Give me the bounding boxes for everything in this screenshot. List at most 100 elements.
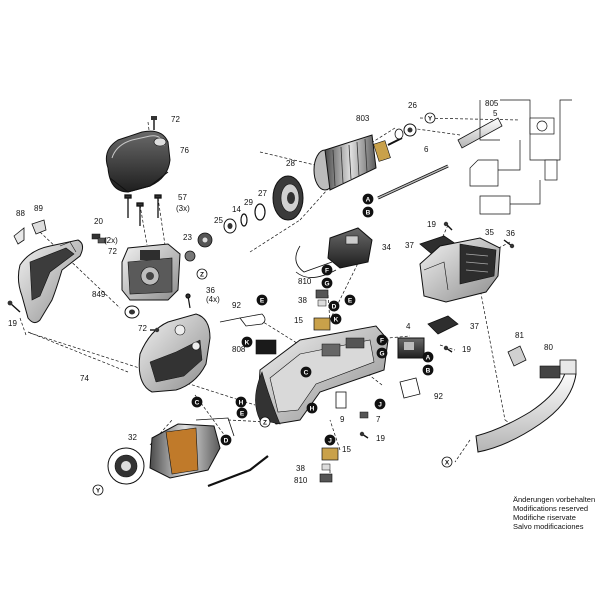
part-label-p32: 32	[128, 433, 137, 442]
part-23-pinion	[184, 250, 196, 262]
part-849-gear-housing	[121, 243, 181, 301]
part-label-p72c: 72	[138, 324, 147, 333]
part-15-brush-holder-top	[313, 317, 331, 331]
part-label-p849: 849	[92, 290, 106, 299]
connector-badge-cJ1: J	[374, 398, 386, 410]
part-28-end-plate	[272, 175, 304, 221]
connector-badge-cF2: F	[376, 334, 388, 346]
part-81-connector	[507, 345, 527, 367]
part-19-screw-left	[7, 300, 21, 313]
part-gear-cover-lower	[138, 313, 211, 393]
connector-badge-cH1: H	[235, 396, 247, 408]
part-6-rod	[377, 164, 449, 200]
note-it: Modifiche riservate	[513, 513, 576, 522]
part-80-hose	[475, 359, 577, 453]
connector-badge-cG1: G	[321, 277, 333, 289]
part-label-p15b: 15	[342, 445, 351, 454]
part-label-p74: 74	[80, 374, 89, 383]
part-label-p92a: 92	[232, 301, 241, 310]
part-label-p25: 25	[214, 216, 223, 225]
part-36-screw-right	[503, 239, 515, 249]
part-label-p36a: 36	[206, 286, 215, 295]
connector-badge-cK1: K	[241, 336, 253, 348]
connector-letter-cZ2: Z	[263, 420, 267, 427]
part-15-brush-holder-bottom	[321, 447, 339, 461]
connector-letter-cH2: H	[310, 406, 315, 413]
connector-letter-cJ1: J	[378, 402, 382, 409]
part-36-screws	[185, 293, 191, 309]
part-label-p805: 805	[485, 99, 499, 108]
part-label-p6: 6	[424, 145, 429, 154]
part-88-clip	[13, 227, 25, 245]
part-main-housing	[255, 325, 389, 425]
connector-letter-cG2: G	[379, 351, 384, 358]
part-34-switch	[295, 227, 373, 278]
connector-badge-cF1: F	[321, 264, 333, 276]
part-7-clip	[359, 411, 369, 419]
connector-letter-cA2: A	[426, 355, 431, 362]
connector-badge-cY1: Y	[424, 112, 436, 124]
part-label-p27: 27	[258, 189, 267, 198]
part-27-ring	[254, 203, 266, 221]
part-57-screws	[124, 194, 162, 226]
part-76-handle-cover	[105, 130, 171, 193]
part-19-screw-c	[443, 345, 453, 353]
part-label-p4x: (4x)	[206, 295, 220, 304]
connector-letter-cX1: X	[445, 460, 450, 467]
part-38-spring-top	[317, 299, 327, 307]
connector-badge-cK2: K	[330, 313, 342, 325]
part-19-screw-d	[359, 431, 369, 439]
part-32-end-shield	[107, 447, 145, 485]
part-label-p72b: 72	[108, 247, 117, 256]
part-label-p92b: 92	[434, 392, 443, 401]
connector-badge-cE2: E	[344, 294, 356, 306]
connector-letter-cB2: B	[426, 368, 431, 375]
connector-letter-cE1: E	[260, 298, 265, 305]
part-label-p19d: 19	[376, 434, 385, 443]
part-label-p34: 34	[382, 243, 391, 252]
connector-badge-cY2: Y	[92, 484, 104, 496]
part-label-p36b: 36	[506, 229, 515, 238]
note-de: Änderungen vorbehalten	[513, 495, 596, 504]
connector-badge-cB2: B	[422, 364, 434, 376]
part-92-clip-b	[399, 377, 421, 399]
connector-letter-cJ2: J	[328, 438, 332, 445]
part-20-clips	[91, 233, 107, 244]
connector-letter-cD2: D	[224, 438, 229, 445]
part-72-screw	[151, 116, 157, 130]
part-label-p19c: 19	[462, 345, 471, 354]
connector-badge-cG2: G	[376, 347, 388, 359]
part-label-p28: 28	[286, 159, 295, 168]
part-label-p38b: 38	[296, 464, 305, 473]
part-label-p38a: 38	[298, 296, 307, 305]
part-label-p29: 29	[244, 198, 253, 207]
connector-letter-cE2: E	[348, 298, 353, 305]
part-92-clip-a	[219, 313, 266, 327]
connector-badge-cZ2: Z	[259, 416, 271, 428]
connector-badge-cZ1: Z	[196, 268, 208, 280]
connector-letter-cC2: C	[304, 370, 309, 377]
part-label-p23: 23	[183, 233, 192, 242]
part-label-p72a: 72	[171, 115, 180, 124]
part-wire-lead	[195, 417, 269, 488]
part-label-p4: 4	[406, 322, 411, 331]
part-35-motor-housing	[419, 237, 501, 303]
part-label-p35: 35	[485, 228, 494, 237]
connector-badge-cA1: A	[362, 193, 374, 205]
part-74-housing-left	[17, 239, 84, 324]
note-es: Salvo modificaciones	[513, 522, 584, 531]
part-label-p89: 89	[34, 204, 43, 213]
part-38-spring-bottom	[321, 463, 331, 471]
connector-letter-cH1: H	[239, 400, 244, 407]
part-89-plate	[31, 219, 47, 235]
part-label-p88: 88	[16, 209, 25, 218]
connector-letter-cG1: G	[324, 281, 329, 288]
part-label-p3x_a: (3x)	[176, 204, 190, 213]
part-808-label	[255, 339, 277, 355]
part-label-p81: 81	[515, 331, 524, 340]
connector-letter-cY2: Y	[96, 488, 101, 495]
part-label-p5: 5	[493, 109, 498, 118]
part-9-plate	[335, 391, 347, 409]
